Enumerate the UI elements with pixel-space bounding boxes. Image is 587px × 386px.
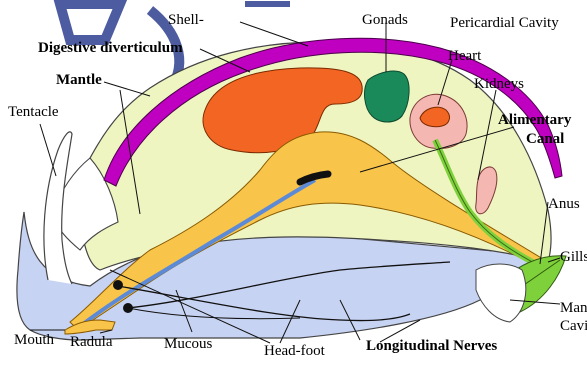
- label-canal: Canal: [526, 131, 564, 147]
- label-alimentary: Alimentary: [498, 112, 571, 128]
- label-heart: Heart: [448, 48, 481, 64]
- label-mantle: Mantle: [56, 72, 102, 88]
- label-radula: Radula: [70, 334, 113, 350]
- mantle-cavity-flap: [476, 264, 526, 322]
- label-mucous: Mucous: [164, 336, 212, 352]
- label-tentacle: Tentacle: [8, 104, 59, 120]
- label-longitudinal-nerves: Longitudinal Nerves: [366, 338, 497, 354]
- label-gonads: Gonads: [362, 12, 408, 28]
- label-mouth: Mouth: [14, 332, 54, 348]
- label-mantle-cavity-1: Mantle: [560, 300, 587, 316]
- label-pericardial-cavity: Pericardial Cavity: [450, 15, 559, 31]
- label-shell: Shell-: [168, 12, 204, 28]
- label-mantle-cavity-2: Cavity: [560, 318, 587, 334]
- label-kidneys: Kidneys: [474, 76, 524, 92]
- watermark-stroke-1: [60, 4, 120, 40]
- nerve-ganglion-1: [113, 280, 123, 290]
- label-digestive-diverticulum: Digestive diverticulum: [38, 40, 183, 56]
- label-head-foot: Head-foot: [264, 343, 325, 359]
- label-gills: Gills: [560, 249, 587, 265]
- gonads: [365, 71, 410, 122]
- label-anus: Anus: [548, 196, 580, 212]
